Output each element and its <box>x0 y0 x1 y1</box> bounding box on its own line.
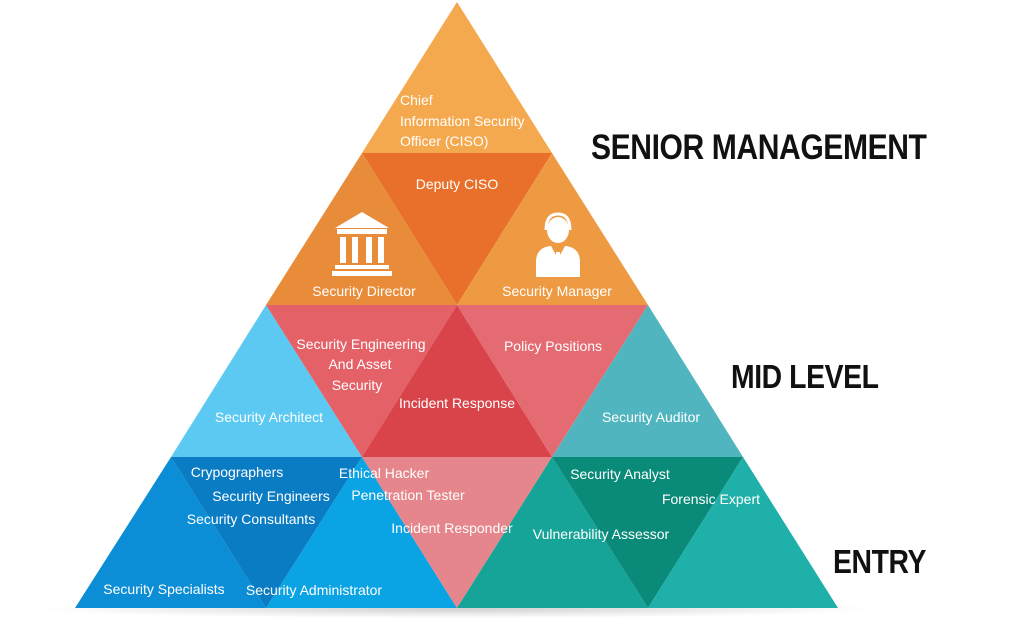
cryptographers-label: Crypographers <box>191 464 284 480</box>
policy-positions-segment <box>457 305 648 457</box>
security-director-label: Security Director <box>312 283 416 299</box>
incident-response-segment <box>362 305 552 457</box>
cryptographers-segment <box>171 457 362 608</box>
security-specialists-label: Security Specialists <box>103 581 224 597</box>
tier-label-mid-level: MID LEVEL <box>731 358 879 395</box>
deputy-ciso-label: Deputy CISO <box>416 176 499 192</box>
vulnerability-assessor-label: Vulnerability Assessor <box>533 526 670 542</box>
security-administrator-label: Security Administrator <box>246 582 382 598</box>
security-auditor-label: Security Auditor <box>602 409 700 425</box>
tier-label-entry: ENTRY <box>833 543 926 580</box>
security-architect-segment <box>171 305 362 457</box>
ciso-label-line1: Chief <box>400 92 433 108</box>
forensic-expert-segment <box>648 457 838 608</box>
deputy-ciso-segment <box>362 153 552 305</box>
incident-responder-label: Incident Responder <box>391 520 513 536</box>
policy-positions-label: Policy Positions <box>504 338 602 354</box>
bank-icon <box>332 212 392 276</box>
security-analyst-label: Security Analyst <box>570 466 670 482</box>
security-engineering-label-line2: And Asset <box>328 356 391 372</box>
security-specialists-segment <box>75 457 266 608</box>
security-engineering-label-line1: Security Engineering <box>296 336 425 352</box>
security-engineering-label-line3: Security <box>332 377 383 393</box>
vulnerability-assessor-segment <box>457 457 648 608</box>
security-administrator-segment <box>266 457 457 608</box>
penetration-tester-label: Penetration Tester <box>351 487 465 503</box>
ciso-label-line3: Officer (CISO) <box>400 133 488 149</box>
security-engineers-label: Security Engineers <box>212 488 330 504</box>
security-consultants-label: Security Consultants <box>187 511 315 527</box>
security-analyst-segment <box>552 457 743 608</box>
manager-icon <box>536 212 580 277</box>
forensic-expert-label: Forensic Expert <box>662 491 760 507</box>
tier-label-senior-management: SENIOR MANAGEMENT <box>591 128 927 167</box>
incident-response-label: Incident Response <box>399 395 515 411</box>
ciso-label-line2: Information Security <box>400 113 525 129</box>
ethical-hacker-label: Ethical Hacker <box>339 465 430 481</box>
security-manager-label: Security Manager <box>502 283 612 299</box>
security-engineering-segment <box>266 305 457 457</box>
incident-responder-segment <box>362 457 552 608</box>
ciso-segment <box>362 2 552 153</box>
security-auditor-segment <box>552 305 743 457</box>
security-architect-label: Security Architect <box>215 409 323 425</box>
